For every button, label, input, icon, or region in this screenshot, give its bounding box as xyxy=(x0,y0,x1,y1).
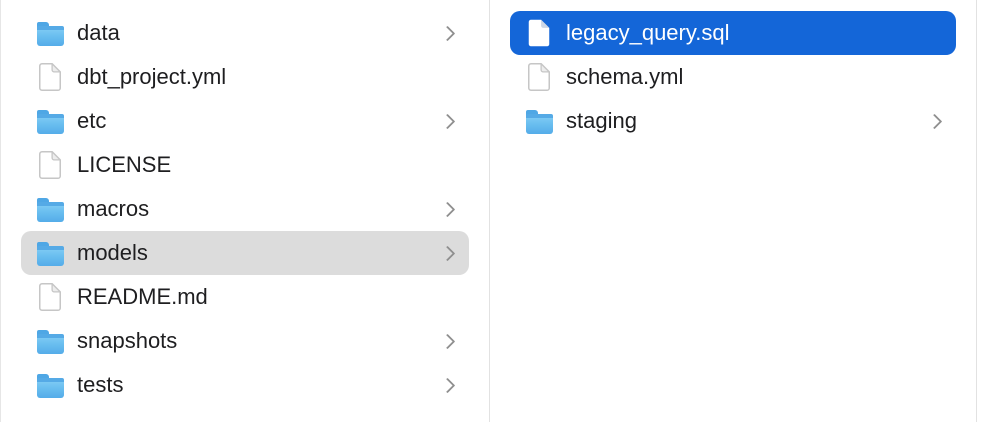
folder-icon xyxy=(36,238,64,268)
file-icon xyxy=(36,150,64,180)
column-models-contents: legacy_query.sql schema.yml staging xyxy=(490,0,977,422)
item-label: dbt_project.yml xyxy=(77,64,227,89)
item-label: schema.yml xyxy=(566,64,684,89)
folder-icon xyxy=(36,326,64,356)
folder-row-snapshots[interactable]: snapshots xyxy=(21,319,469,363)
item-label: staging xyxy=(566,108,637,133)
item-label: tests xyxy=(77,372,124,397)
chevron-right-icon xyxy=(926,113,943,129)
folder-icon xyxy=(36,106,64,136)
folder-icon xyxy=(36,370,64,400)
item-label: snapshots xyxy=(77,328,178,353)
item-label: macros xyxy=(77,196,150,221)
item-label: legacy_query.sql xyxy=(566,20,730,45)
folder-icon xyxy=(525,106,553,136)
chevron-right-icon xyxy=(439,245,456,261)
folder-row-models[interactable]: models xyxy=(21,231,469,275)
folder-row-etc[interactable]: etc xyxy=(21,99,469,143)
item-label: data xyxy=(77,20,120,45)
chevron-right-icon xyxy=(439,201,456,217)
file-row-README.md[interactable]: README.md xyxy=(21,275,469,319)
folder-row-macros[interactable]: macros xyxy=(21,187,469,231)
file-icon xyxy=(36,62,64,92)
file-row-LICENSE[interactable]: LICENSE xyxy=(21,143,469,187)
item-label: LICENSE xyxy=(77,152,172,177)
chevron-right-icon xyxy=(439,25,456,41)
chevron-right-icon xyxy=(439,377,456,393)
item-label: etc xyxy=(77,108,107,133)
folder-row-data[interactable]: data xyxy=(21,11,469,55)
folder-icon xyxy=(36,18,64,48)
folder-row-tests[interactable]: tests xyxy=(21,363,469,407)
file-row-legacy_query.sql[interactable]: legacy_query.sql xyxy=(510,11,956,55)
item-label: models xyxy=(77,240,148,265)
file-row-schema.yml[interactable]: schema.yml xyxy=(510,55,956,99)
folder-icon xyxy=(36,194,64,224)
empty-column-area xyxy=(977,0,984,422)
file-icon xyxy=(525,62,553,92)
file-row-dbt_project.yml[interactable]: dbt_project.yml xyxy=(21,55,469,99)
file-icon xyxy=(36,282,64,312)
chevron-right-icon xyxy=(439,113,456,129)
folder-row-staging[interactable]: staging xyxy=(510,99,956,143)
chevron-right-icon xyxy=(439,333,456,349)
file-icon xyxy=(525,18,553,48)
item-label: README.md xyxy=(77,284,208,309)
